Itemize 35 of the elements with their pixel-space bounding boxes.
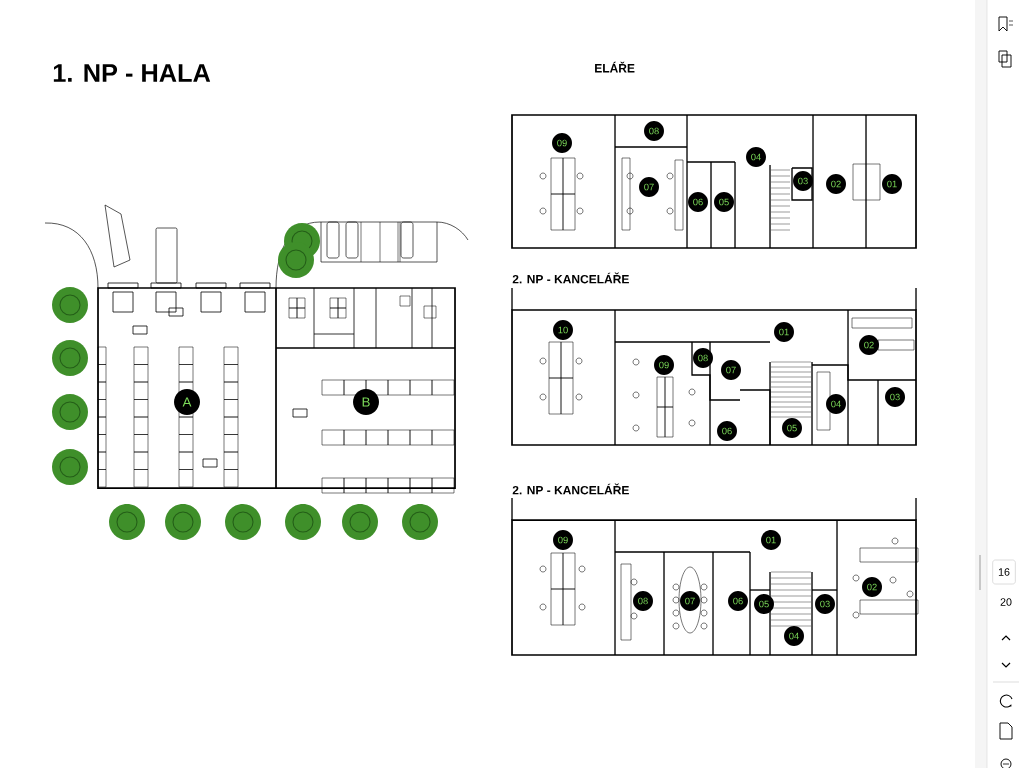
page-count: 20 [1000, 598, 1012, 606]
room-number-badge: 01 [882, 174, 902, 194]
floor-heading: 2. NP - KANCELÁŘE [512, 272, 629, 284]
room-number-badge: 03 [815, 594, 835, 614]
room-number-badge: 08 [644, 121, 664, 141]
floor-heading: 2. NP - KANCELÁŘE [512, 483, 629, 495]
room-number-badge: 05 [714, 192, 734, 212]
room-number-badge: A [174, 389, 200, 415]
room-number-badge: 09 [552, 133, 572, 153]
room-number-badge: 10 [553, 320, 573, 340]
room-number-badge: 04 [784, 626, 804, 646]
room-number-badge: 08 [693, 348, 713, 368]
room-number-badge: 03 [885, 387, 905, 407]
room-number-badge: 01 [774, 322, 794, 342]
floor-heading: ELÁŘE [595, 61, 635, 73]
room-number-badge: 05 [754, 594, 774, 614]
room-number-badge: 02 [826, 174, 846, 194]
room-number-badge: 07 [680, 591, 700, 611]
room-number-badge: 05 [782, 418, 802, 438]
title: 1. NP - HALA [53, 64, 211, 82]
room-number-badge: 07 [721, 360, 741, 380]
room-number-badge: 08 [633, 591, 653, 611]
room-number-badge: 02 [862, 577, 882, 597]
room-number-badge: 06 [688, 192, 708, 212]
room-number-badge: 02 [859, 335, 879, 355]
room-number-badge: 09 [553, 530, 573, 550]
room-number-badge: 07 [639, 177, 659, 197]
room-number-badge: 06 [728, 591, 748, 611]
room-number-badge: 04 [826, 394, 846, 414]
room-number-badge: 04 [746, 147, 766, 167]
room-number-badge: 01 [761, 530, 781, 550]
room-number-badge: 06 [717, 421, 737, 441]
room-number-badge: B [353, 389, 379, 415]
room-number-badge: 09 [654, 355, 674, 375]
page-number-field: 16 [992, 559, 1016, 585]
